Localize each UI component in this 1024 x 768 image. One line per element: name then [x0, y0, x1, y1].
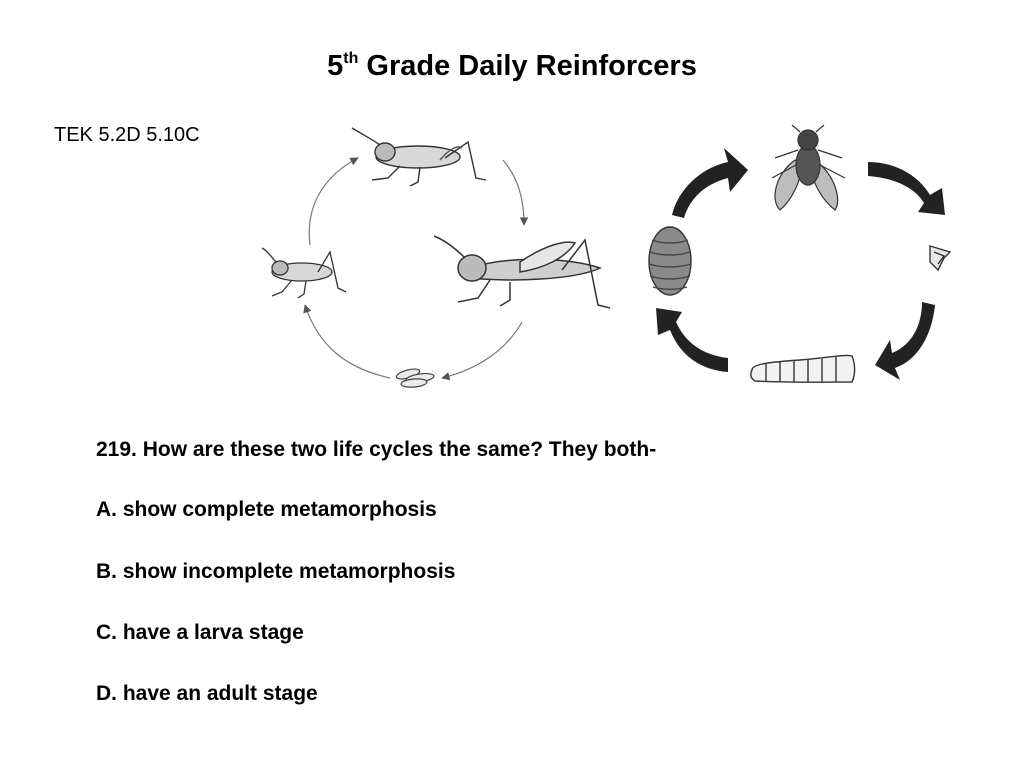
- question-text: 219. How are these two life cycles the s…: [96, 438, 657, 461]
- nymph-medium-icon: [351, 127, 487, 187]
- cycle-arrow: [502, 159, 529, 226]
- answer-option-d[interactable]: D. have an adult stage: [96, 682, 318, 705]
- page-title: 5th Grade Daily Reinforcers: [327, 50, 697, 82]
- answer-option-c[interactable]: C. have a larva stage: [96, 621, 304, 644]
- fly-life-cycle: [648, 124, 952, 383]
- cycle-arrow-thick: [868, 162, 945, 215]
- cycle-arrow: [303, 304, 391, 379]
- tek-label: TEK 5.2D 5.10C: [54, 124, 200, 146]
- egg-icon: [395, 368, 435, 388]
- larva-icon: [750, 354, 856, 383]
- answer-option-a[interactable]: A. show complete metamorphosis: [96, 498, 437, 521]
- cycle-arrow: [308, 157, 359, 246]
- cycle-arrow: [441, 321, 523, 381]
- cycle-arrow-thick: [672, 148, 748, 218]
- adult-grasshopper-icon: [433, 235, 611, 309]
- adult-fly-icon: [771, 124, 846, 211]
- grasshopper-life-cycle: [261, 127, 611, 388]
- answer-option-b[interactable]: B. show incomplete metamorphosis: [96, 560, 456, 583]
- cycle-arrow-thick: [656, 308, 728, 372]
- pupa-icon: [648, 226, 692, 296]
- nymph-small-icon: [261, 247, 347, 299]
- cycle-arrow-thick: [875, 302, 935, 380]
- life-cycle-diagrams: [261, 124, 952, 388]
- egg-icon: [929, 245, 952, 272]
